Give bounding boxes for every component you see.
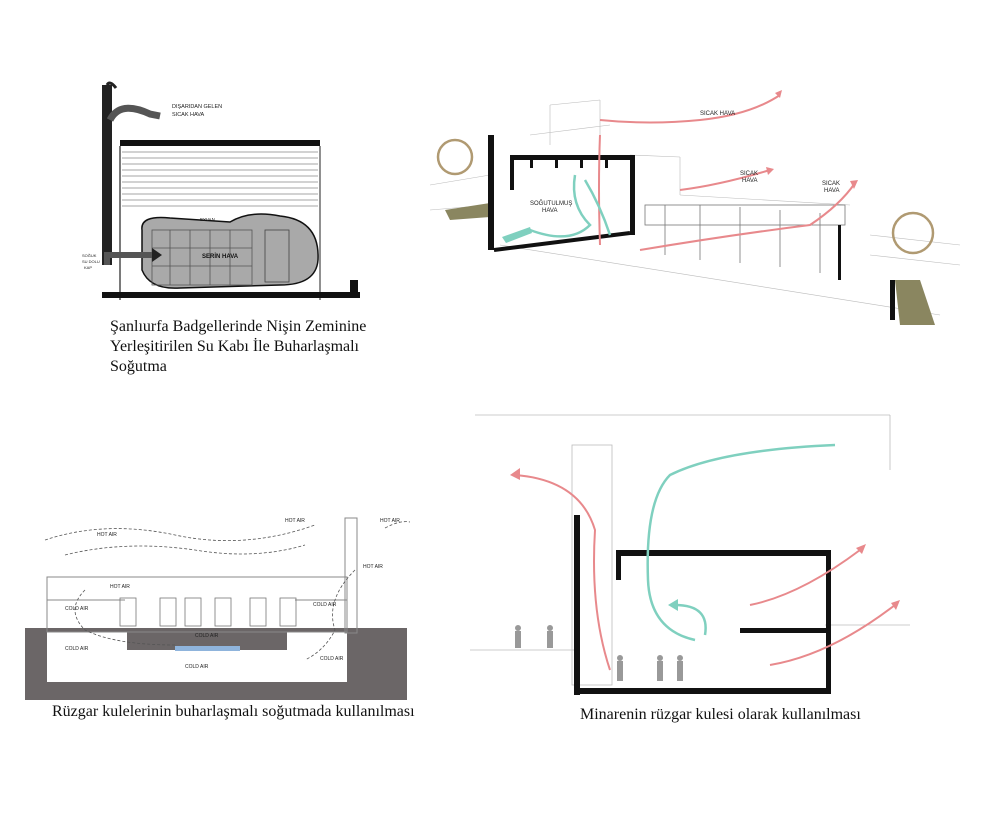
caption-line: Şanlıurfa Badgellerinde Nişin Zeminine	[110, 318, 367, 335]
badgir-section-drawing: DIŞARIDAN GELEN SICAK HAVA EYVAN SERİN H	[82, 81, 360, 300]
door	[264, 229, 290, 283]
label-hot-air: SICAK HAVA	[700, 111, 735, 117]
label-water-2: SU DOLU	[82, 259, 100, 264]
label-hot-air: SICAK	[822, 181, 840, 187]
caption-line: Soğutma	[110, 358, 167, 375]
pergola	[644, 204, 846, 273]
hot-air-path	[514, 474, 611, 671]
label-cooled-air: SOĞUTULMUŞ	[530, 200, 572, 207]
cool-air-path	[583, 179, 612, 236]
label-hot-air: HOT AIR	[380, 518, 400, 524]
label-outside-air: DIŞARIDAN GELEN	[172, 104, 222, 110]
hot-air-path	[769, 604, 896, 666]
highlight-circle	[436, 138, 474, 176]
panel-wind-tower-section: HOT AIR HOT AIR HOT AIR HOT AIR HOT AIR …	[25, 510, 411, 700]
basement-right	[287, 632, 347, 682]
hot-air-flows	[514, 474, 896, 671]
label-cold-air: COLD AIR	[313, 602, 337, 608]
label-cold-air: COLD AIR	[65, 606, 89, 612]
hot-air-arrow	[106, 104, 161, 122]
minaret-section-drawing	[470, 414, 910, 695]
cool-air-flow	[646, 443, 836, 642]
caption-line: Yerleşitirilen Su Kabı İle Buharlaşmalı	[110, 338, 359, 355]
ground-patch	[895, 280, 935, 325]
label-iwan: EYVAN	[200, 217, 215, 222]
tower-duct	[102, 85, 112, 265]
roof	[120, 140, 320, 146]
hot-air-flows	[598, 94, 856, 251]
ground-patch	[445, 203, 490, 220]
airflow-lines	[44, 521, 411, 661]
label-cold-air: COLD AIR	[195, 633, 219, 639]
panel-badgir-section: DIŞARIDAN GELEN SICAK HAVA EYVAN SERİN H	[80, 80, 370, 310]
label-water: SOĞUK	[82, 253, 97, 258]
caption-wind-tower: Rüzgar kulelerinin buharlaşmalı soğutmad…	[52, 703, 415, 720]
label-hot-air: HAVA	[824, 188, 839, 194]
wall	[488, 135, 494, 250]
label-hot-air: HAVA	[742, 178, 757, 184]
facade-hatch	[122, 151, 318, 207]
label-cold-air: COLD AIR	[65, 646, 89, 652]
hot-air-path	[598, 134, 601, 246]
caption-badgir: Şanlıurfa Badgellerinde Nişin Zeminine Y…	[110, 317, 366, 377]
hot-air-path	[749, 549, 861, 606]
building-outline	[46, 517, 358, 634]
perspective-lines	[429, 99, 961, 316]
basement-left	[47, 632, 127, 682]
floor-slab	[574, 688, 831, 694]
hot-air-path	[679, 169, 771, 191]
cool-air-path	[674, 603, 707, 636]
label-water-3: KAP	[84, 265, 92, 270]
cool-air-path	[646, 443, 836, 642]
label-hot-air: HOT AIR	[110, 584, 130, 590]
people	[515, 625, 683, 681]
cool-air-path	[529, 174, 592, 238]
caption-minaret: Minarenin rüzgar kulesi olarak kullanılm…	[580, 706, 861, 723]
perspective-section-drawing: SICAK HAVA SICAK HAVA SICAK HAVA SOĞUTUL…	[429, 90, 961, 325]
label-outside-air-2: SICAK HAVA	[172, 112, 205, 118]
minaret-wall	[574, 515, 580, 695]
hot-air-path	[639, 182, 856, 251]
cool-air-flow	[529, 174, 612, 238]
arrow-head	[152, 248, 162, 262]
windows	[119, 597, 297, 627]
hot-air-path	[599, 94, 781, 124]
wind-tower-drawing: HOT AIR HOT AIR HOT AIR HOT AIR HOT AIR …	[25, 517, 411, 700]
panel-perspective-section: SICAK HAVA SICAK HAVA SICAK HAVA SOĞUTUL…	[429, 85, 961, 330]
label-cool-air: SERİN HAVA	[202, 253, 239, 260]
panel-minaret-section	[470, 410, 910, 695]
roof-slab	[510, 155, 635, 160]
label-hot-air: HOT AIR	[363, 564, 383, 570]
label-hot-air: SICAK	[740, 171, 758, 177]
water-pool	[175, 646, 240, 651]
label-hot-air: HOT AIR	[285, 518, 305, 524]
label-cooled-air: HAVA	[542, 208, 557, 214]
ground-line	[102, 292, 360, 298]
highlight-circle	[891, 211, 935, 255]
label-cold-air: COLD AIR	[185, 664, 209, 670]
roof-slab	[616, 550, 831, 556]
label-cold-air: COLD AIR	[320, 656, 344, 662]
label-hot-air: HOT AIR	[97, 532, 117, 538]
